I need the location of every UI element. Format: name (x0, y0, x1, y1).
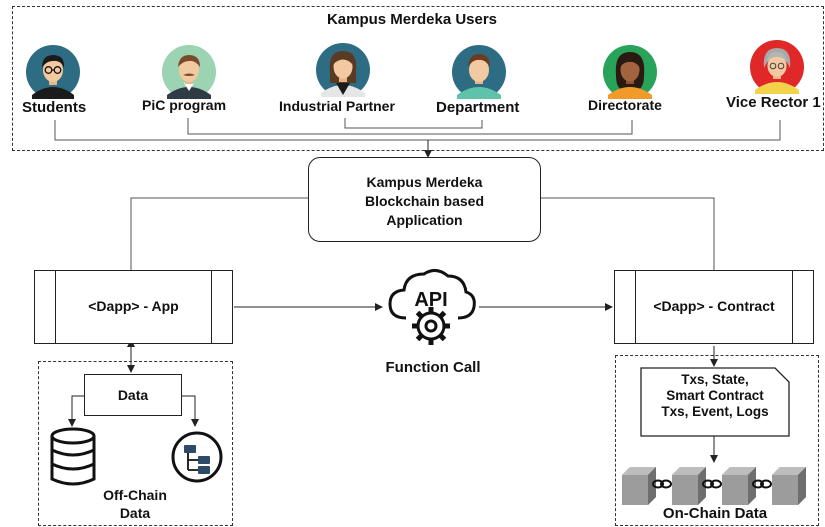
users-group (12, 6, 824, 151)
role-label-pic-program: PiC program (142, 97, 227, 113)
application-label-line1: Kampus Merdeka (366, 174, 483, 190)
onchain-doc-line3: Txs, Event, Logs (661, 404, 769, 419)
directorate-avatar-icon (603, 45, 657, 99)
role-label-department: Department (436, 99, 520, 116)
dapp-app-label: <Dapp> - App (88, 298, 179, 314)
offchain-caption-line1: Off-Chain (103, 487, 167, 503)
database-icon (50, 427, 96, 486)
function-call-label: Function Call (385, 359, 481, 376)
blockchain-application-label: Kampus Merdeka Blockchain based Applicat… (308, 173, 541, 230)
dapp-contract-box (614, 270, 814, 344)
onchain-document-text: Txs, State, Smart Contract Txs, Event, L… (640, 372, 790, 420)
offchain-caption: Off-Chain Data (95, 486, 175, 522)
application-label-line3: Application (386, 212, 463, 228)
onchain-doc-line2: Smart Contract (666, 388, 764, 403)
block-4 (772, 467, 806, 505)
block-1 (622, 467, 656, 505)
folder-tree-icon (171, 431, 223, 483)
api-cloud-gear-icon: API (388, 269, 476, 345)
role-label-industrial-partner: Industrial Partner (279, 98, 395, 114)
role-label-directorate: Directorate (588, 97, 662, 113)
pic-avatar-icon (162, 45, 216, 99)
onchain-caption: On-Chain Data (662, 505, 768, 522)
offchain-caption-line2: Data (119, 505, 151, 521)
onchain-document-icon (640, 367, 790, 437)
role-label-students: Students (22, 99, 87, 116)
blockchain-blocks-icon (622, 467, 806, 505)
block-3 (722, 467, 756, 505)
dapp-contract-label: <Dapp> - Contract (653, 298, 775, 314)
data-box (84, 374, 182, 416)
application-label-line2: Blockchain based (364, 193, 485, 209)
onchain-doc-line1: Txs, State, (681, 372, 749, 387)
student-avatar-icon (26, 45, 80, 99)
role-label-vice-rector: Vice Rector 1 (726, 94, 821, 111)
vice-rector-avatar-icon (750, 40, 804, 94)
blockchain-application-box (308, 157, 541, 242)
block-2 (672, 467, 706, 505)
users-group-title: Kampus Merdeka Users (326, 11, 498, 28)
industrial-partner-avatar-icon (316, 43, 370, 97)
dapp-app-box (34, 270, 233, 344)
api-icon-text: API (414, 289, 447, 311)
department-avatar-icon (452, 45, 506, 99)
data-label: Data (117, 387, 149, 403)
onchain-group (615, 355, 819, 526)
offchain-group (38, 361, 233, 526)
